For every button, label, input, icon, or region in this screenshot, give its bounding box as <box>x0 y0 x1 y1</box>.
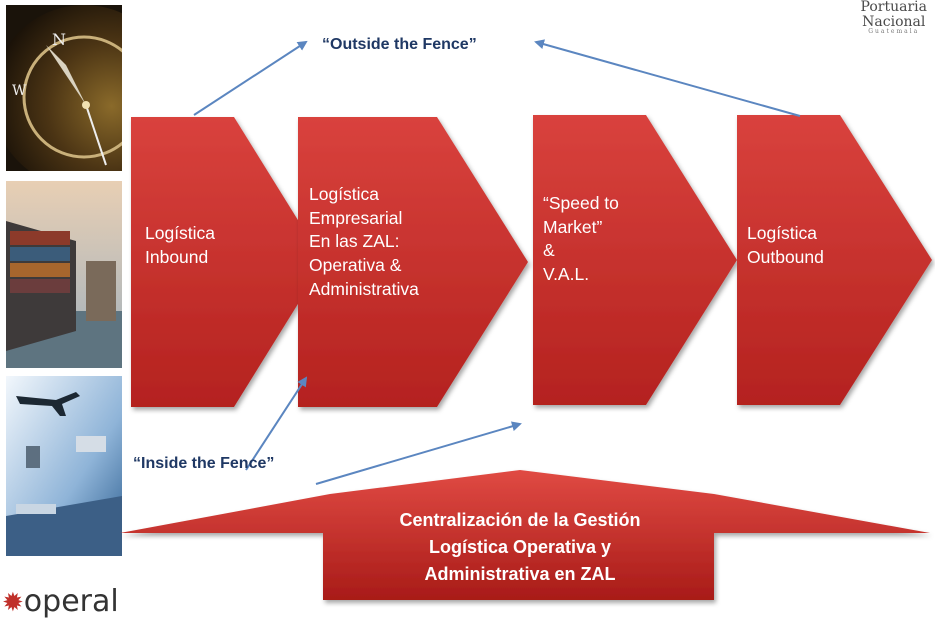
step-line: En las ZAL: <box>309 231 400 252</box>
step-line: Operativa & <box>309 254 402 275</box>
logistics-montage-photo <box>6 376 122 556</box>
chevron-speed <box>533 115 737 405</box>
inside-fence-label: “Inside the Fence” <box>133 455 275 472</box>
step-empresarial: Logística Empresarial En las ZAL: Operat… <box>309 183 419 301</box>
step-speed-to-market: “Speed to Market” & V.A.L. <box>543 192 619 287</box>
operal-logo-text: operal <box>23 584 119 619</box>
step-outbound: Logística Outbound <box>747 222 824 269</box>
step-line: Logística <box>747 223 818 243</box>
center-line: Centralización de la Gestión <box>399 510 641 530</box>
step-line: Market” <box>543 216 603 237</box>
chevron-inbound <box>131 117 324 407</box>
logo-line: Portuaria <box>860 0 927 15</box>
operal-logo: ✹operal <box>2 584 119 619</box>
step-line: Inbound <box>145 246 209 267</box>
container-ship-photo <box>6 181 122 368</box>
step-line: Administrativa <box>309 278 419 299</box>
center-line: Administrativa en ZAL <box>424 564 616 584</box>
svg-text:W: W <box>12 83 27 99</box>
svg-text:N: N <box>52 30 66 49</box>
portuaria-nacional-logo: Portuaria Nacional Guatemala <box>861 0 927 36</box>
logo-line: Nacional <box>862 13 926 30</box>
step-line: Outbound <box>747 246 824 267</box>
step-line: V.A.L. <box>543 263 590 284</box>
chevron-empresarial <box>298 117 528 407</box>
centralization-arrow <box>120 470 930 600</box>
step-line: “Speed to <box>543 193 619 213</box>
arrow-inside-right <box>315 421 522 485</box>
arrow-outside-right <box>534 39 801 117</box>
step-line: Logística <box>145 223 216 243</box>
arrow-inside-left <box>245 376 308 471</box>
centralization-text: Centralización de la Gestión Logística O… <box>345 507 695 588</box>
step-line: & <box>543 240 555 261</box>
step-line: Empresarial <box>309 207 403 228</box>
step-line: Logística <box>309 184 380 204</box>
arrow-outside-left <box>193 40 308 116</box>
outside-fence-label: “Outside the Fence” <box>322 36 477 53</box>
logo-line: Guatemala <box>868 28 920 36</box>
gear-icon: ✹ <box>2 588 24 618</box>
chevron-outbound <box>737 115 932 405</box>
compass-clock-photo: N W <box>6 5 122 171</box>
center-line: Logística Operativa y <box>428 537 612 557</box>
step-inbound: Logística Inbound <box>145 222 215 269</box>
